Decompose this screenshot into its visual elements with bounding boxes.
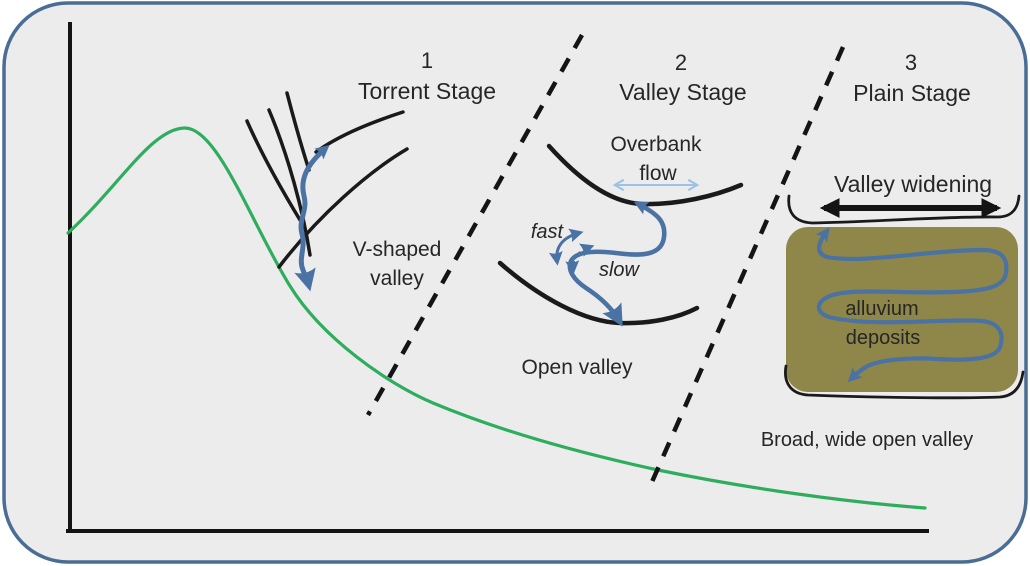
alluvium-label-line1: alluvium: [845, 298, 918, 320]
plain-stage-group: 3 Plain Stage Valley widening alluvium d…: [761, 50, 1025, 451]
valley-stage-group: 2 Valley Stage Overbank flow fast slow O…: [497, 50, 747, 379]
alluvium-label-line2: deposits: [846, 327, 921, 349]
stream-profile-curve: [66, 126, 927, 510]
open-valley-label: Open valley: [522, 356, 633, 379]
overbank-flow-label-line1: Overbank: [610, 133, 702, 156]
torrent-stage-group: 1 Torrent Stage V-shaped valley: [245, 48, 496, 292]
stage3-number: 3: [905, 50, 917, 75]
valley-widening-label: Valley widening: [834, 171, 992, 197]
tributary-line-5: [277, 147, 409, 269]
plain-meandering-river: [815, 227, 1009, 383]
broad-valley-label: Broad, wide open valley: [761, 429, 973, 451]
v-shaped-valley-label-line2: valley: [370, 267, 424, 290]
fast-flow-arrow: [548, 228, 584, 266]
slow-label: slow: [599, 259, 641, 281]
overbank-flow-label-line2: flow: [639, 162, 677, 185]
slow-flow-arrow: [565, 243, 595, 275]
fast-label: fast: [531, 221, 565, 243]
stage1-title: Torrent Stage: [358, 78, 496, 104]
valley-bottom-outline: [784, 364, 1025, 400]
stage2-title: Valley Stage: [619, 79, 746, 105]
stage1-number: 1: [421, 48, 433, 73]
v-shaped-valley-label-line1: V-shaped: [353, 238, 442, 261]
stage3-title: Plain Stage: [853, 80, 971, 106]
torrent-river-course: [294, 144, 330, 292]
stage-divider-1: [366, 33, 584, 417]
valley-top-outline: [787, 194, 1021, 225]
stage2-number: 2: [675, 50, 687, 75]
